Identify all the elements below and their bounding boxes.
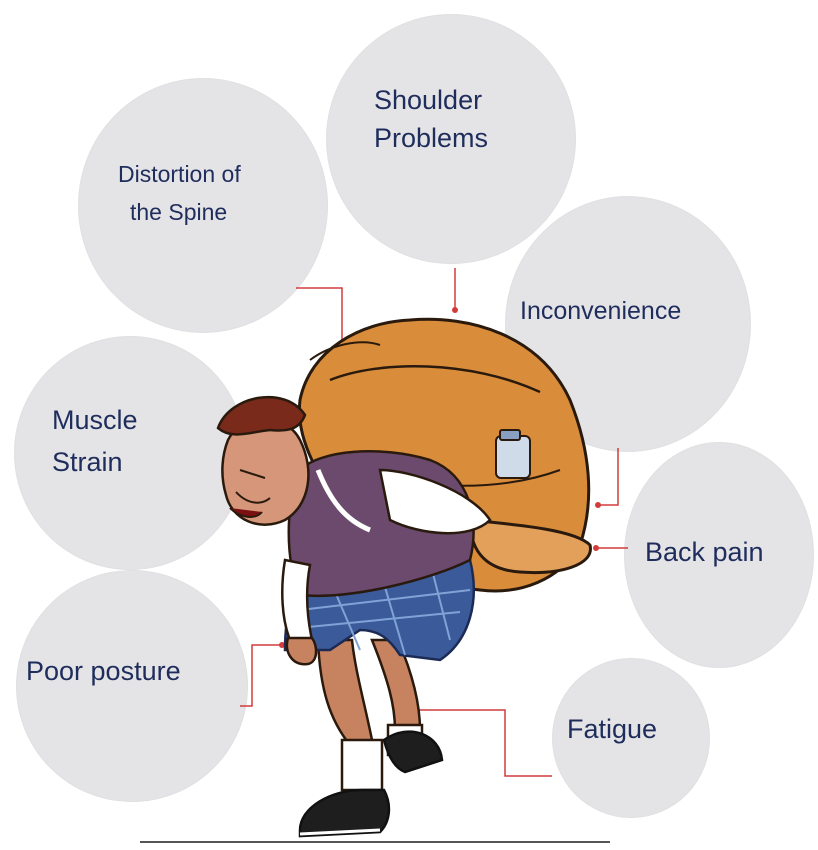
connector-dot	[593, 545, 599, 551]
label-spine-line2: the Spine	[130, 198, 227, 227]
head	[218, 397, 308, 525]
water-bottle	[496, 430, 530, 478]
connector-inconvenience	[598, 448, 618, 505]
label-spine-line1: Distortion of	[118, 160, 241, 189]
connector-posture	[240, 645, 282, 706]
label-fatigue: Fatigue	[567, 713, 657, 747]
label-inconvenience: Inconvenience	[520, 296, 681, 327]
label-muscle-line2: Strain	[52, 446, 123, 480]
label-poor-posture: Poor posture	[26, 655, 181, 689]
connector-spine	[296, 288, 342, 343]
label-muscle-line1: Muscle	[52, 404, 138, 438]
label-back-pain: Back pain	[645, 536, 764, 570]
connector-dot	[595, 502, 601, 508]
label-shoulder-line1: Shoulder	[374, 84, 482, 118]
connector-dot	[452, 307, 458, 313]
label-shoulder-line2: Problems	[374, 122, 488, 156]
